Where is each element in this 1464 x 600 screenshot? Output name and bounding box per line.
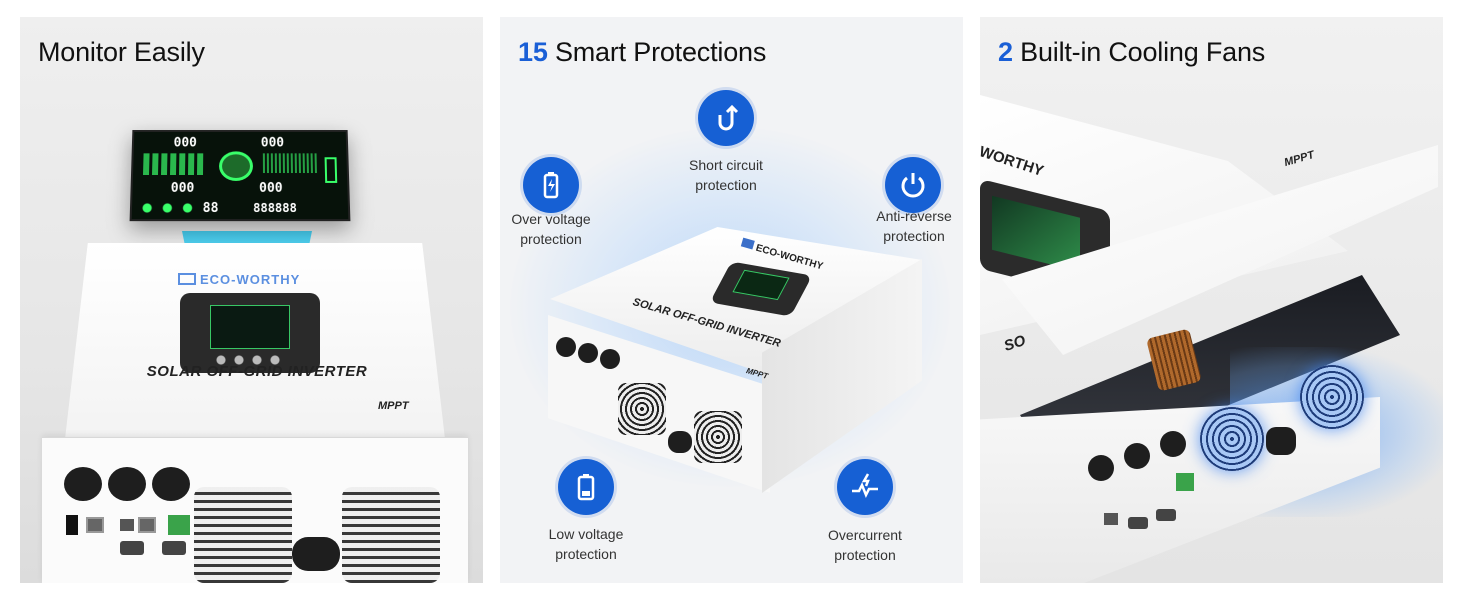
protection-overcurrent: Overcurrent protection [800, 525, 930, 565]
panel-title: Monitor Easily [38, 37, 205, 68]
lcd-value-bottom-right: 888888 [253, 201, 297, 215]
usb-port [120, 519, 134, 531]
short-circuit-icon [698, 90, 754, 146]
screen-glow [210, 305, 290, 349]
product-name: SOLAR OFF-GRID INVERTER [112, 363, 402, 380]
protection-low-voltage: Low voltage protection [521, 524, 651, 564]
mppt-badge: MPPT [378, 400, 409, 412]
cable-port [152, 467, 190, 501]
battery-port [292, 537, 340, 571]
protection-short-circuit: Short circuit protection [661, 155, 791, 195]
ethernet-port [86, 517, 104, 533]
cable-port [1088, 455, 1114, 481]
lcd-gauge [219, 151, 253, 181]
current-spike-icon [837, 459, 893, 515]
lcd-value-mid-left: 000 [171, 181, 195, 196]
protection-label: Overcurrent [800, 525, 930, 545]
protection-label: protection [800, 545, 930, 565]
cooling-panel: 2 Built-in Cooling Fans WORTHY SO MPPT [980, 17, 1443, 583]
ethernet-port [1104, 513, 1118, 525]
serial-port [1156, 509, 1176, 521]
battery-port [668, 431, 692, 453]
lcd-display: 000 000 000 000 88 888888 [130, 130, 351, 221]
lcd-value-top-left: 000 [173, 136, 197, 151]
cable-port [64, 467, 102, 501]
protections-panel: 15 Smart Protections ECO-WORTHY SOLAR OF… [500, 17, 963, 583]
cable-port [108, 467, 146, 501]
logo-mark-icon [741, 238, 755, 250]
protection-label: protection [500, 229, 616, 249]
power-icon [885, 157, 941, 213]
lcd-value-top-right: 000 [261, 136, 284, 151]
brand-name: ECO-WORTHY [200, 272, 300, 287]
cable-port [600, 349, 620, 369]
title-number: 2 [998, 37, 1013, 67]
protection-label: Anti-reverse [849, 206, 963, 226]
lcd-bars-left [143, 153, 203, 175]
protection-anti-reverse: Anti-reverse protection [849, 206, 963, 246]
panel-title: 2 Built-in Cooling Fans [998, 37, 1265, 68]
cooling-fan [1200, 407, 1264, 471]
lcd-value-mid-right: 000 [259, 181, 283, 196]
mppt-badge: MPPT [1283, 149, 1316, 169]
panel-title: 15 Smart Protections [518, 37, 766, 68]
serial-port [1128, 517, 1148, 529]
protection-label: protection [521, 544, 651, 564]
lcd-bars-right [263, 153, 317, 173]
protection-label: Low voltage [521, 524, 651, 544]
title-text: Smart Protections [555, 37, 766, 67]
cooling-fan [194, 487, 292, 583]
brand-logo: ECO-WORTHY [178, 272, 300, 287]
cooling-fan [618, 383, 666, 435]
protection-label: protection [849, 226, 963, 246]
title-text: Built-in Cooling Fans [1020, 37, 1265, 67]
logo-mark-icon [178, 273, 196, 285]
cable-port [578, 343, 598, 363]
power-switch [66, 515, 78, 535]
lcd-value-bottom-left: 88 [203, 201, 219, 216]
cooling-fan [694, 411, 742, 463]
lcd-battery-icon [325, 157, 338, 183]
cooling-fan [342, 487, 440, 583]
terminal-block [1176, 473, 1194, 491]
battery-low-icon [558, 459, 614, 515]
cable-port [1124, 443, 1150, 469]
cable-port [556, 337, 576, 357]
battery-port [1266, 427, 1296, 455]
screen-glow [732, 270, 789, 300]
terminal-block [168, 515, 190, 535]
serial-port [120, 541, 144, 555]
cooling-fan [1300, 365, 1364, 429]
protection-label: Over voltage [500, 209, 616, 229]
monitor-panel: Monitor Easily 000 000 000 000 88 888888… [20, 17, 483, 583]
device-screen [180, 293, 320, 373]
protection-label: Short circuit [661, 155, 791, 175]
battery-bolt-icon [523, 157, 579, 213]
lcd-status-icons [140, 201, 201, 215]
title-number: 15 [518, 37, 548, 67]
protection-label: protection [661, 175, 791, 195]
protection-over-voltage: Over voltage protection [500, 209, 616, 249]
serial-port [162, 541, 186, 555]
cable-port [1160, 431, 1186, 457]
product-name-fragment: SO [1002, 332, 1028, 355]
ethernet-port [138, 517, 156, 533]
